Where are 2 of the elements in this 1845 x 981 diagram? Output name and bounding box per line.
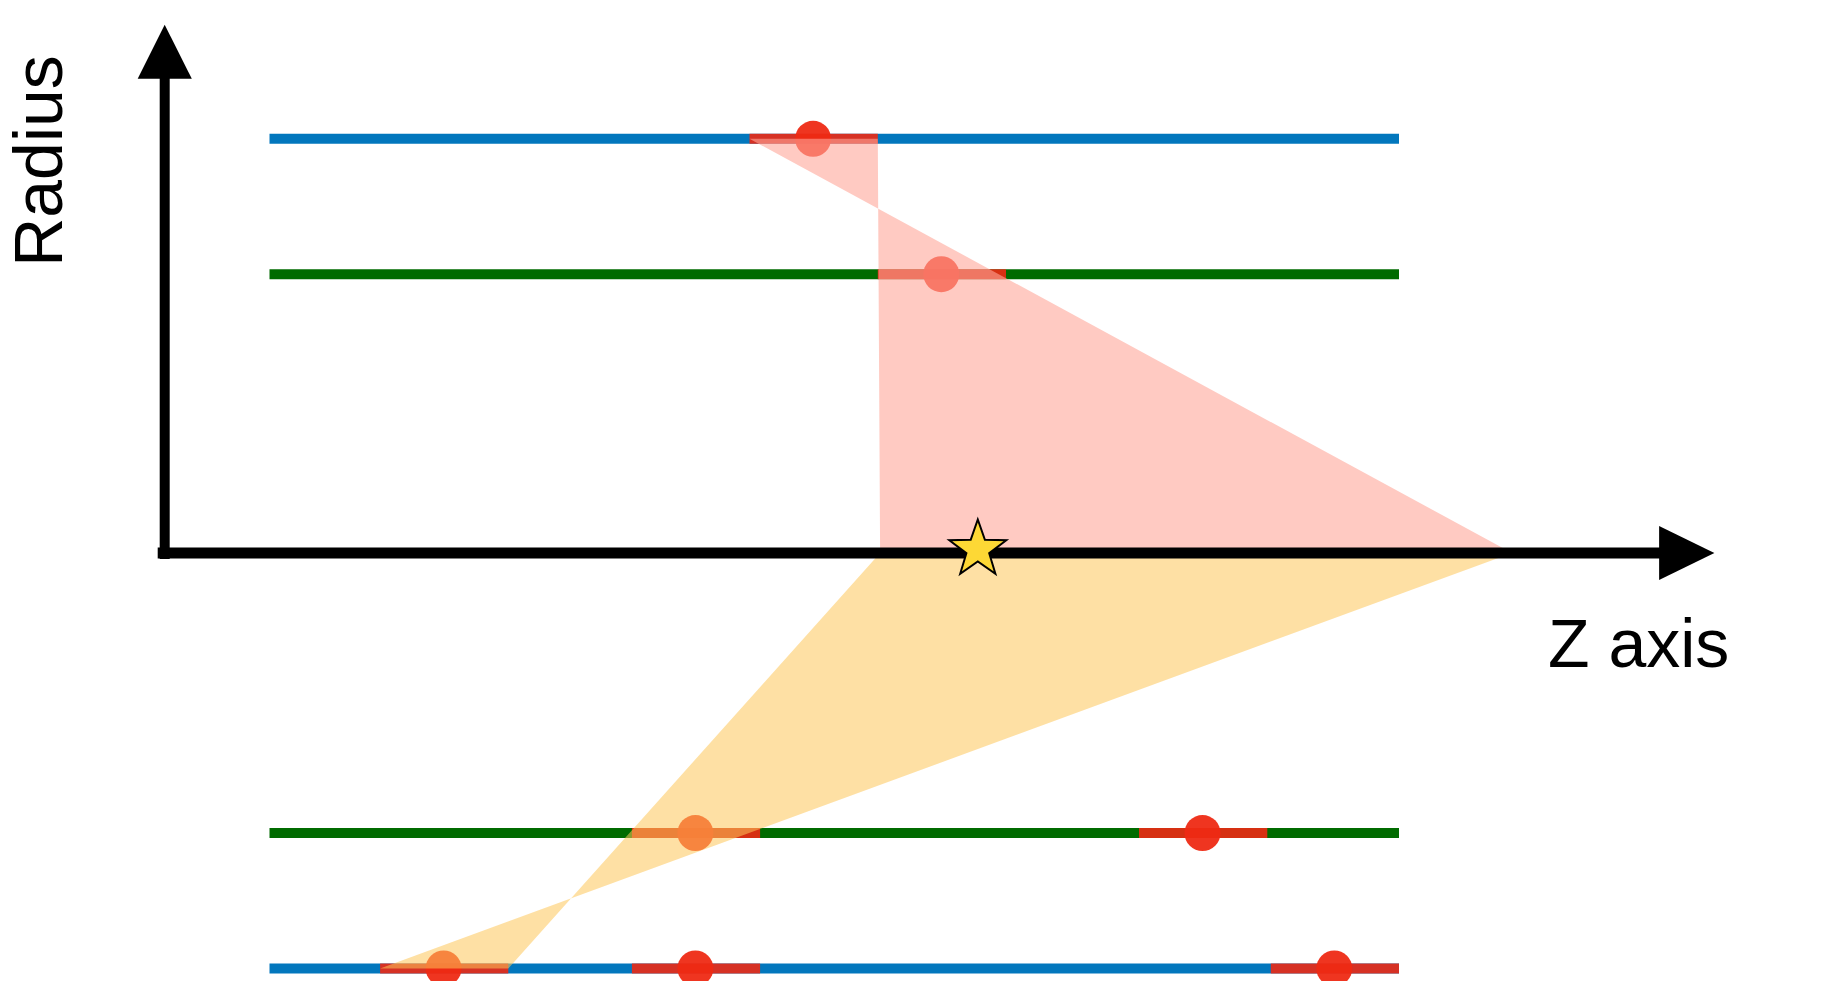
axis-label: Z axis bbox=[1548, 609, 1730, 677]
axis-label: Radius bbox=[3, 55, 72, 267]
